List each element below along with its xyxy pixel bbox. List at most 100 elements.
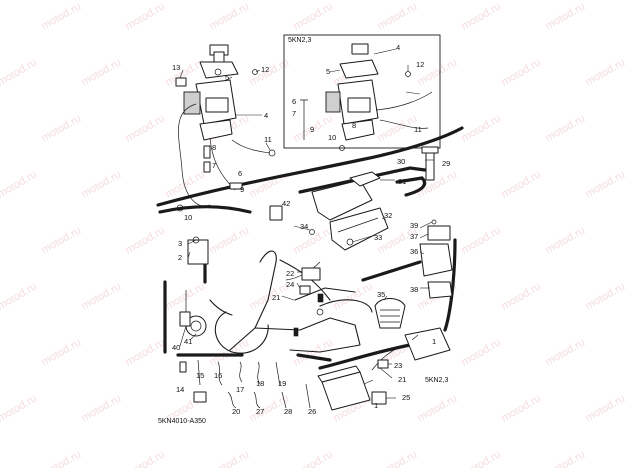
watermark-text: motod.ru — [124, 112, 168, 144]
watermark-text: motod.ru — [80, 168, 124, 200]
watermark-text: motod.ru — [0, 280, 39, 312]
bolt-10 — [176, 204, 184, 212]
connector-black — [293, 327, 299, 337]
callout-c39: 39 — [410, 221, 418, 230]
callout-c41: 41 — [184, 337, 192, 346]
part-13 — [175, 77, 187, 87]
variant-inset-box — [283, 34, 441, 149]
connector-23 — [377, 359, 389, 369]
callout-c1a: 1 — [432, 337, 436, 346]
cover-screw — [214, 68, 222, 76]
bracket-ribs — [337, 217, 379, 233]
callout-c6a: 6 — [238, 169, 242, 178]
watermark-text: motod.ru — [584, 392, 625, 424]
callout-c21b: 21 — [398, 375, 406, 384]
watermark-text: motod.ru — [544, 112, 588, 144]
callout-c36: 36 — [410, 247, 418, 256]
callout-c8b: 8 — [352, 121, 356, 130]
watermark-text: motod.ru — [460, 112, 504, 144]
watermark-text: motod.ru — [40, 224, 84, 256]
callout-c21a: 21 — [272, 293, 280, 302]
watermark-text: motod.ru — [248, 168, 292, 200]
cover-31 — [349, 171, 381, 187]
inset-bolt-10 — [339, 145, 345, 151]
ignition-ring — [179, 290, 207, 337]
callout-c11a: 11 — [264, 135, 272, 144]
ring-41-inner — [190, 320, 202, 332]
cdi-unit — [311, 179, 373, 221]
screw-39 — [431, 219, 437, 225]
watermark-text: motod.ru — [544, 224, 588, 256]
watermark-text: motod.ru — [460, 0, 504, 32]
watermark-text: motod.ru — [460, 224, 504, 256]
watermark-text: motod.ru — [124, 448, 168, 468]
watermark-text: motod.ru — [500, 56, 544, 88]
regulator-fins — [380, 309, 400, 323]
battery-top — [317, 365, 361, 383]
inset-cap — [351, 43, 369, 55]
floor-board — [254, 317, 361, 353]
watermark-text: motod.ru — [208, 0, 252, 32]
watermark-text: motod.ru — [460, 336, 504, 368]
inset-intake — [325, 91, 341, 113]
part-20 — [227, 391, 237, 409]
top-cover — [199, 61, 239, 79]
part-15 — [197, 359, 201, 386]
bracket-32 — [329, 207, 389, 251]
callout-c23: 23 — [394, 361, 402, 370]
separator-bottom-mid — [296, 353, 332, 362]
inset-cable-11 — [379, 119, 429, 129]
rectifier-1 — [404, 327, 451, 361]
watermark-text: motod.ru — [164, 280, 208, 312]
watermark-text: motod.ru — [40, 336, 84, 368]
fitting-9 — [229, 182, 243, 190]
watermark-text: motod.ru — [544, 448, 588, 468]
watermark-text: motod.ru — [164, 168, 208, 200]
callout-c32: 32 — [384, 211, 392, 220]
hose-11 — [231, 139, 271, 154]
inset-cable-right — [375, 91, 433, 111]
relay-36 — [419, 243, 453, 277]
front-fender — [214, 311, 269, 354]
callout-c20: 20 — [232, 407, 240, 416]
watermark-text: motod.ru — [460, 448, 504, 468]
callout-c9b: 9 — [310, 125, 314, 134]
ground-point — [316, 308, 324, 316]
callout-c4a: 4 — [264, 111, 268, 120]
watermark-text: motod.ru — [584, 280, 625, 312]
callout-c10a: 10 — [184, 213, 192, 222]
float-bowl — [199, 119, 233, 141]
watermark-text: motod.ru — [376, 448, 420, 468]
variant-label-top: 5KN2,3 — [288, 37, 311, 44]
cdi-unit-group — [269, 146, 439, 251]
watermark-text: motod.ru — [332, 280, 376, 312]
watermark-text: motod.ru — [124, 0, 168, 32]
callout-c29: 29 — [442, 159, 450, 168]
headlight-wire — [209, 299, 233, 316]
part-16 — [217, 361, 223, 386]
callout-c12b: 12 — [416, 60, 424, 69]
watermark-text: motod.ru — [0, 56, 39, 88]
callout-c8a: 8 — [212, 143, 216, 152]
watermark-text: motod.ru — [80, 392, 124, 424]
callout-c7b: 7 — [292, 109, 296, 118]
relay-37 — [427, 225, 451, 241]
frame-tube — [294, 287, 356, 301]
watermark-text: motod.ru — [40, 112, 84, 144]
carburetor-assembly-inset — [300, 43, 433, 151]
watermark-text: motod.ru — [292, 336, 336, 368]
callout-c42: 42 — [282, 199, 290, 208]
front-fork — [229, 250, 277, 351]
callout-c5b: 5 — [326, 67, 330, 76]
inset-bowl — [341, 119, 375, 141]
separator-upper — [156, 126, 464, 207]
callout-c5a: 5 — [225, 73, 229, 82]
callout-c6b: 6 — [292, 97, 296, 106]
fitting-8 — [203, 145, 211, 159]
watermark-text: motod.ru — [544, 336, 588, 368]
callout-c22: 22 — [286, 269, 294, 278]
separator-right-top — [361, 260, 422, 282]
cap-neck — [213, 51, 225, 63]
callout-c4b: 4 — [396, 43, 400, 52]
